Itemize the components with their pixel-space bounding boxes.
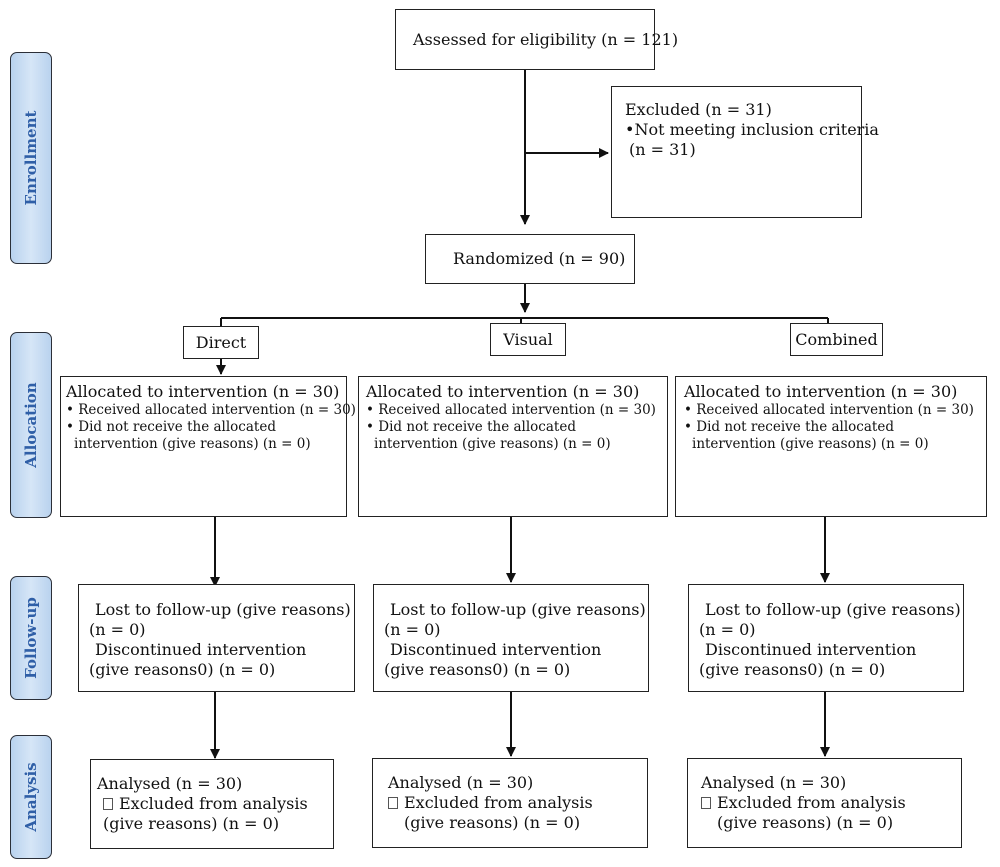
followup-discontinued-n: (give reasons0) (n = 0)	[699, 660, 886, 679]
analysis-excluded-label: Excluded from analysis	[717, 793, 906, 812]
allocation-not-received-reasons: intervention (give reasons) (n = 0)	[74, 436, 311, 452]
followup-box-visual: Lost to follow-up (give reasons) (n = 0)…	[373, 584, 649, 692]
arm-label-visual: Visual	[490, 323, 566, 356]
followup-lost-n: (n = 0)	[89, 620, 146, 639]
analysis-analysed: Analysed (n = 30)	[97, 774, 243, 793]
followup-lost: Lost to follow-up (give reasons)	[390, 600, 646, 619]
followup-lost: Lost to follow-up (give reasons)	[705, 600, 961, 619]
analysis-excluded-n: (give reasons) (n = 0)	[103, 814, 280, 833]
followup-discontinued: Discontinued intervention	[705, 640, 917, 659]
arm-name-visual: Visual	[503, 330, 553, 349]
arm-name-direct: Direct	[195, 333, 247, 352]
stage-analysis-label: Analysis	[22, 762, 40, 832]
allocation-box-visual: Allocated to intervention (n = 30) • Rec…	[358, 376, 668, 517]
followup-box-combined: Lost to follow-up (give reasons) (n = 0)…	[688, 584, 964, 692]
allocation-received: • Received allocated intervention (n = 3…	[684, 402, 974, 418]
checkbox-icon	[103, 798, 113, 810]
stage-enrollment-label: Enrollment	[22, 110, 40, 206]
randomized-box: Randomized (n = 90)	[425, 234, 635, 284]
analysis-box-combined: Analysed (n = 30) Excluded from analysis…	[687, 758, 962, 848]
allocation-not-received: • Did not receive the allocated	[366, 419, 576, 435]
analysis-box-visual: Analysed (n = 30) Excluded from analysis…	[372, 758, 648, 848]
stage-allocation: Allocation	[10, 332, 52, 518]
analysis-excluded-n: (give reasons) (n = 0)	[717, 813, 894, 832]
allocation-not-received-reasons: intervention (give reasons) (n = 0)	[692, 436, 929, 452]
analysis-analysed: Analysed (n = 30)	[388, 773, 534, 792]
stage-analysis: Analysis	[10, 735, 52, 859]
followup-lost: Lost to follow-up (give reasons)	[95, 600, 351, 619]
allocation-title: Allocated to intervention (n = 30)	[366, 382, 640, 401]
excluded-count: (n = 31)	[629, 140, 696, 159]
followup-discontinued: Discontinued intervention	[390, 640, 602, 659]
analysis-excluded: Excluded from analysis	[388, 793, 593, 813]
allocation-received: • Received allocated intervention (n = 3…	[66, 402, 356, 418]
allocation-title: Allocated to intervention (n = 30)	[684, 382, 958, 401]
analysis-box-direct: Analysed (n = 30) Excluded from analysis…	[90, 759, 334, 849]
followup-discontinued-n: (give reasons0) (n = 0)	[89, 660, 276, 679]
analysis-excluded-label: Excluded from analysis	[404, 793, 593, 812]
assessed-text: Assessed for eligibility (n = 121)	[413, 30, 679, 49]
allocation-not-received: • Did not receive the allocated	[66, 419, 276, 435]
followup-lost-n: (n = 0)	[699, 620, 756, 639]
excluded-reason: •Not meeting inclusion criteria	[625, 120, 879, 139]
allocation-not-received: • Did not receive the allocated	[684, 419, 894, 435]
allocation-received: • Received allocated intervention (n = 3…	[366, 402, 656, 418]
allocation-box-direct: Allocated to intervention (n = 30) • Rec…	[60, 376, 356, 517]
arm-label-combined: Combined	[790, 323, 883, 356]
analysis-excluded-label: Excluded from analysis	[119, 794, 308, 813]
arm-name-combined: Combined	[795, 330, 878, 349]
analysis-excluded-n: (give reasons) (n = 0)	[404, 813, 581, 832]
followup-discontinued-n: (give reasons0) (n = 0)	[384, 660, 571, 679]
stage-allocation-label: Allocation	[22, 382, 40, 468]
randomized-text: Randomized (n = 90)	[453, 249, 626, 268]
stage-followup: Follow-up	[10, 576, 52, 700]
analysis-excluded: Excluded from analysis	[97, 794, 308, 814]
stage-enrollment: Enrollment	[10, 52, 52, 264]
stage-followup-label: Follow-up	[22, 597, 40, 679]
arm-label-direct: Direct	[183, 326, 259, 359]
allocation-box-combined: Allocated to intervention (n = 30) • Rec…	[675, 376, 987, 517]
analysis-excluded: Excluded from analysis	[701, 793, 906, 813]
followup-discontinued: Discontinued intervention	[95, 640, 307, 659]
analysis-analysed: Analysed (n = 30)	[701, 773, 847, 792]
followup-lost-n: (n = 0)	[384, 620, 441, 639]
followup-box-direct: Lost to follow-up (give reasons) (n = 0)…	[78, 584, 355, 692]
excluded-title: Excluded (n = 31)	[625, 100, 772, 119]
assessed-box: Assessed for eligibility (n = 121)	[395, 9, 678, 70]
excluded-box: Excluded (n = 31) •Not meeting inclusion…	[611, 86, 879, 218]
checkbox-icon	[701, 797, 711, 809]
allocation-not-received-reasons: intervention (give reasons) (n = 0)	[374, 436, 611, 452]
allocation-title: Allocated to intervention (n = 30)	[66, 382, 340, 401]
checkbox-icon	[388, 797, 398, 809]
